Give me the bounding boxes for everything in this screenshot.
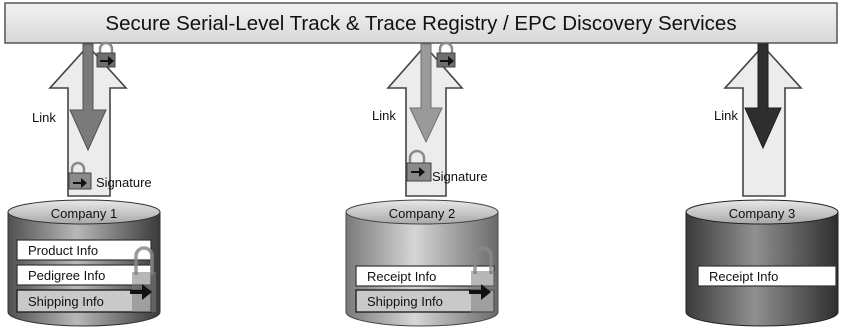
link-arrow-3 bbox=[744, 43, 782, 150]
svg-text:Receipt Info: Receipt Info bbox=[709, 269, 778, 284]
padlock-icon bbox=[68, 161, 92, 190]
link-label-3: Link bbox=[714, 108, 738, 123]
registry-title: Secure Serial-Level Track & Trace Regist… bbox=[105, 12, 736, 35]
registry-bar: Secure Serial-Level Track & Trace Regist… bbox=[4, 2, 838, 44]
company-1-group: Link Signature Company 1 Product Info Pe… bbox=[7, 41, 161, 327]
svg-text:Product Info: Product Info bbox=[28, 243, 98, 258]
svg-text:Pedigree Info: Pedigree Info bbox=[28, 268, 105, 283]
company-2-database: Company 2 Receipt Info Shipping Info bbox=[345, 199, 499, 327]
arrow-right-icon bbox=[73, 178, 87, 188]
link-arrow-1 bbox=[69, 43, 107, 152]
link-label-2: Link bbox=[372, 108, 396, 123]
company-3-database: Company 3 Receipt Info bbox=[685, 199, 839, 327]
company-2-group: Link Signature Company 2 Receipt Info Sh… bbox=[345, 41, 499, 327]
arrow-right-icon bbox=[440, 56, 454, 66]
signature-label-2: Signature bbox=[432, 169, 488, 184]
padlock-icon bbox=[436, 41, 456, 68]
company-name-2: Company 2 bbox=[389, 206, 455, 221]
arrow-right-icon bbox=[411, 167, 425, 177]
link-label-1: Link bbox=[32, 110, 56, 125]
link-arrow-2 bbox=[409, 43, 443, 144]
padlock-icon bbox=[96, 41, 116, 68]
svg-text:Shipping Info: Shipping Info bbox=[367, 294, 443, 309]
signature-label-1: Signature bbox=[96, 175, 152, 190]
company-name-1: Company 1 bbox=[51, 206, 117, 221]
company-3-group: Link Company 3 Receipt Info bbox=[685, 43, 839, 327]
arrow-right-icon bbox=[130, 284, 152, 300]
record-receipt-info bbox=[697, 265, 837, 287]
svg-text:Shipping Info: Shipping Info bbox=[28, 294, 104, 309]
svg-text:Receipt Info: Receipt Info bbox=[367, 269, 436, 284]
arrow-right-icon bbox=[469, 284, 491, 300]
company-name-3: Company 3 bbox=[729, 206, 795, 221]
arrow-right-icon bbox=[100, 56, 114, 66]
company-1-database: Company 1 Product Info Pedigree Info Shi… bbox=[7, 199, 161, 327]
